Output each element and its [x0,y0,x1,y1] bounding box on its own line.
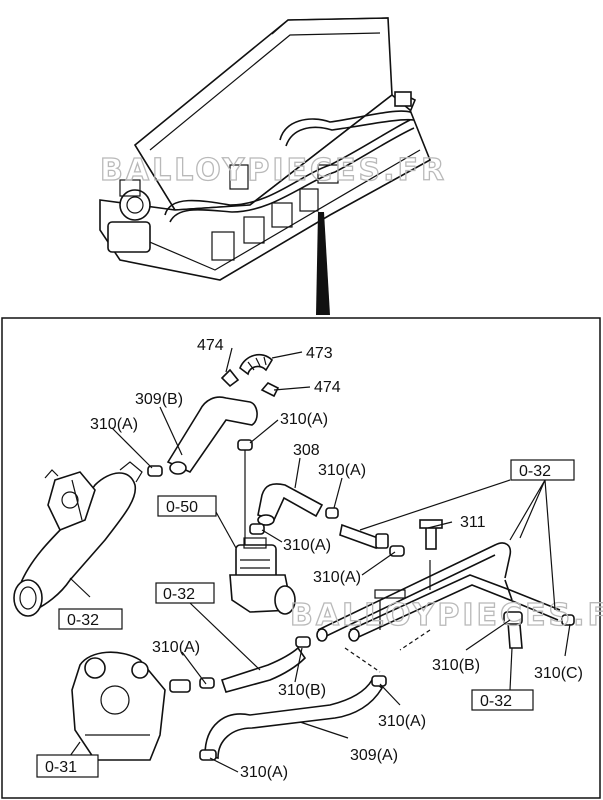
hose-309b [166,396,258,475]
refbox-032-mid: 0-32 [163,586,195,603]
label-308: 308 [293,442,320,459]
label-310a-6: 310(A) [152,639,200,656]
label-309a: 309(A) [350,747,398,764]
hose-310b-right [503,611,575,649]
label-310a-5: 310(A) [313,569,361,586]
label-310a-1: 310(A) [90,416,138,433]
label-474-top: 474 [197,337,224,354]
refbox-032-left: 0-32 [67,612,99,629]
hose-lower-center [220,636,311,693]
refbox-031: 0-31 [45,759,77,776]
label-474-right: 474 [314,379,341,396]
label-311: 311 [460,514,486,531]
label-310a-3: 310(A) [318,462,366,479]
hose-309a [199,675,387,761]
label-310c: 310(C) [534,665,583,682]
hose-coupler-parts [220,353,280,398]
label-310a-2: 310(A) [280,411,328,428]
detail-frame [1,317,601,799]
label-310b-2: 310(B) [432,657,480,674]
thermostat-housing [13,461,143,617]
label-310a-8: 310(A) [240,764,288,781]
valve-assembly [229,450,296,615]
callout-labels: 474 473 474 309(B) 310(A) 310(A) 308 310… [90,337,583,781]
refbox-050: 0-50 [166,499,198,516]
connector-311 [339,519,443,557]
engine-overview-illustration [99,17,432,315]
hose-308 [249,483,339,535]
refbox-032-bottom: 0-32 [480,693,512,710]
watermark-top: BALLOYPIECES.FR [100,153,447,188]
refbox-032-top: 0-32 [519,463,551,480]
label-310a-7: 310(A) [378,713,426,730]
label-473: 473 [306,345,333,362]
label-310a-4: 310(A) [283,537,331,554]
label-310b-1: 310(B) [278,682,326,699]
label-309b: 309(B) [135,391,183,408]
pipe-assembly [316,542,561,642]
reference-boxes: 0-32 0-50 0-32 0-32 0-32 0-31 [36,459,575,778]
watermark-detail: BALLOYPIECES.FR [290,598,603,633]
clamps-309b [147,439,253,477]
leader-lines [64,347,571,773]
water-pump-housing [71,651,215,761]
